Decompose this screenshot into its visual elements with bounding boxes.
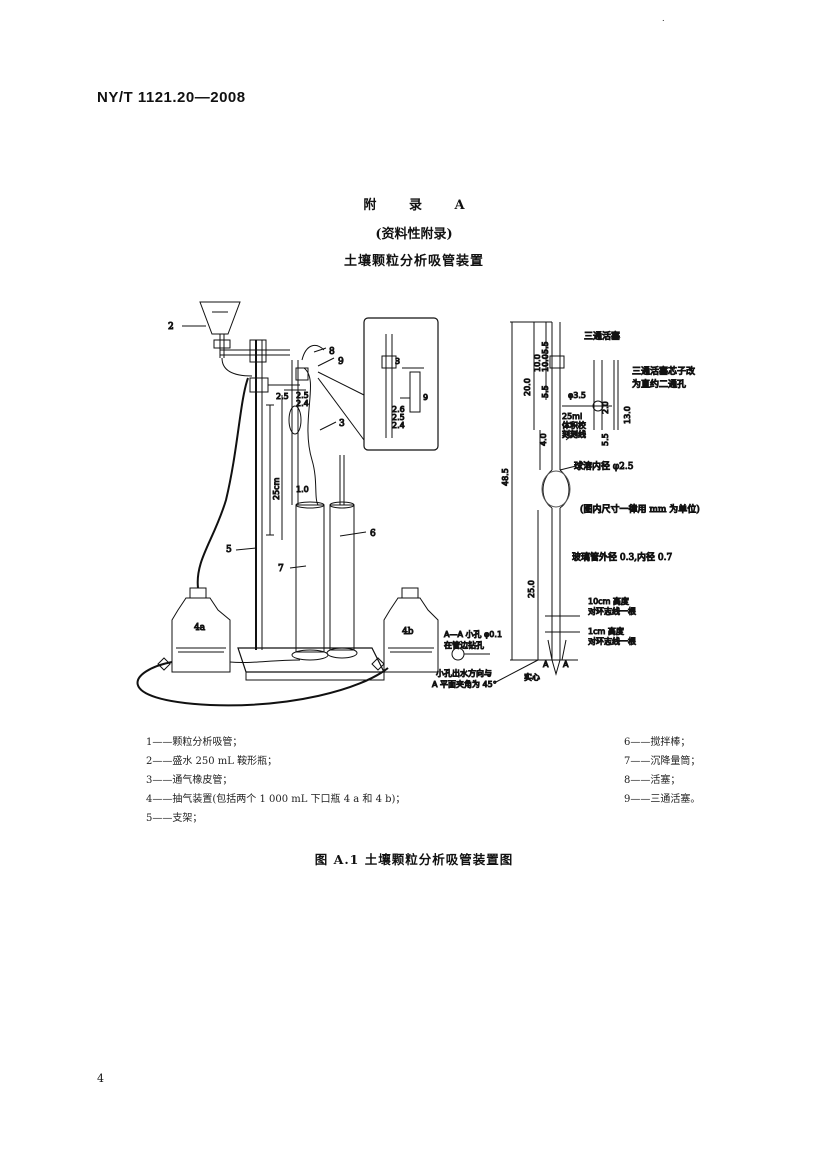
appendix-label: 附 录 A bbox=[363, 198, 479, 213]
rdim-25-0: 25.0 bbox=[527, 580, 536, 598]
inset-9: 9 bbox=[423, 393, 428, 402]
label-solid: 实心 bbox=[524, 672, 540, 682]
rdim-4-0: 4.0 bbox=[539, 433, 548, 446]
rdim-20-0: 20.0 bbox=[523, 378, 532, 396]
label-bulb: 球溶内径 φ2.5 bbox=[574, 460, 634, 472]
label-hole-2: A 平面夹角为 45° bbox=[432, 679, 497, 689]
label-vol-3: 刻刻线 bbox=[562, 429, 586, 439]
label-aa-1: A—A 小孔 φ0.1 bbox=[444, 630, 502, 639]
callout-5: 5 bbox=[226, 545, 232, 555]
legend-item-8: 8——活塞； bbox=[624, 775, 681, 786]
standard-number: NY/T 1121.20—2008 bbox=[97, 89, 246, 106]
label-h1cm-1: 1cm 高度 bbox=[588, 626, 624, 636]
inset-2-5: 2.5 bbox=[392, 413, 405, 422]
dim-1-0: 1.0 bbox=[296, 485, 309, 494]
left-apparatus-drawing bbox=[136, 301, 439, 707]
rdim-10-0-a: 10.0 bbox=[533, 354, 542, 372]
rdim-13-0: 13.0 bbox=[623, 406, 632, 424]
callout-2: 2 bbox=[168, 322, 174, 332]
page-number: 4 bbox=[97, 1072, 104, 1085]
appendix-title-block: 附 录 A (资料性附录) 土壤颗粒分析吸管装置 bbox=[0, 194, 828, 269]
label-tube: 玻璃管外径 0.3,内径 0.7 bbox=[572, 551, 672, 563]
rdim-10-0-b: 10.0 bbox=[541, 354, 550, 372]
callout-8: 8 bbox=[329, 347, 335, 357]
callout-6: 6 bbox=[370, 529, 376, 539]
inset-2-6: 2.6 bbox=[392, 405, 405, 414]
dim-25cm: 25cm bbox=[272, 477, 281, 500]
legend-item-3: 3——通气橡皮管； bbox=[146, 775, 233, 786]
rdim-5-5-top: 5.5 bbox=[541, 341, 550, 354]
rdim-5-5-mid: 5.5 bbox=[541, 385, 550, 398]
legend-item-1: 1——颗粒分析吸管； bbox=[146, 737, 243, 748]
label-units: (图内尺寸一律用 mm 为单位) bbox=[580, 503, 700, 515]
callout-4a: 4a bbox=[194, 623, 206, 633]
legend-item-9: 9——三通活塞。 bbox=[624, 794, 701, 805]
label-h10cm-1: 10cm 高度 bbox=[588, 596, 629, 606]
label-vol-2: 体积校 bbox=[562, 420, 586, 430]
dim-2-5-a: 2.5 bbox=[276, 392, 289, 401]
label-stopcock-note-2: 为直约二通孔 bbox=[632, 378, 686, 390]
label-a-right: A bbox=[563, 660, 569, 669]
callout-9: 9 bbox=[338, 357, 344, 367]
figure-caption: 图 A.1 土壤颗粒分析吸管装置图 bbox=[314, 852, 514, 867]
label-hole-1: 小孔出水方向与 bbox=[436, 668, 492, 678]
rdim-5-5-right: 5.5 bbox=[601, 433, 610, 446]
appendix-type: (资料性附录) bbox=[375, 227, 453, 242]
inset-2-4: 2.4 bbox=[392, 421, 405, 430]
rdim-2-0: 2.0 bbox=[601, 401, 610, 414]
rdim-phi-3-5: φ3.5 bbox=[568, 391, 586, 400]
label-three-way: 三通活塞 bbox=[584, 330, 620, 342]
label-vol-1: 25ml bbox=[562, 412, 582, 421]
dim-2-5-b: 2.5 bbox=[296, 391, 309, 400]
legend-item-4: 4——抽气装置(包括两个 1 000 mL 下口瓶 4 a 和 4 b)； bbox=[146, 794, 406, 805]
label-h10cm-2: 对环志线一根 bbox=[588, 606, 636, 616]
rdim-48-5: 48.5 bbox=[501, 468, 510, 486]
label-stopcock-note-1: 三通活塞芯子改 bbox=[632, 365, 695, 377]
label-a-left: A bbox=[543, 660, 549, 669]
label-aa-2: 在管边钻孔 bbox=[444, 640, 484, 650]
legend-item-7: 7——沉降量筒； bbox=[624, 756, 701, 767]
legend-item-5: 5——支架； bbox=[146, 813, 203, 824]
page-speck: . bbox=[662, 14, 665, 23]
legend-item-2: 2——盛水 250 mL 鞍形瓶； bbox=[146, 756, 278, 767]
appendix-title: 土壤颗粒分析吸管装置 bbox=[343, 254, 484, 269]
label-h1cm-2: 对环志线一根 bbox=[588, 636, 636, 646]
legend-item-6: 6——搅拌棒； bbox=[624, 737, 691, 748]
callout-3: 3 bbox=[339, 419, 345, 429]
callout-7: 7 bbox=[278, 564, 284, 574]
right-pipette-drawing bbox=[451, 321, 619, 683]
callout-4b: 4b bbox=[402, 627, 414, 637]
inset-3: 3 bbox=[395, 357, 400, 366]
dim-2-4: 2.4 bbox=[296, 399, 309, 408]
